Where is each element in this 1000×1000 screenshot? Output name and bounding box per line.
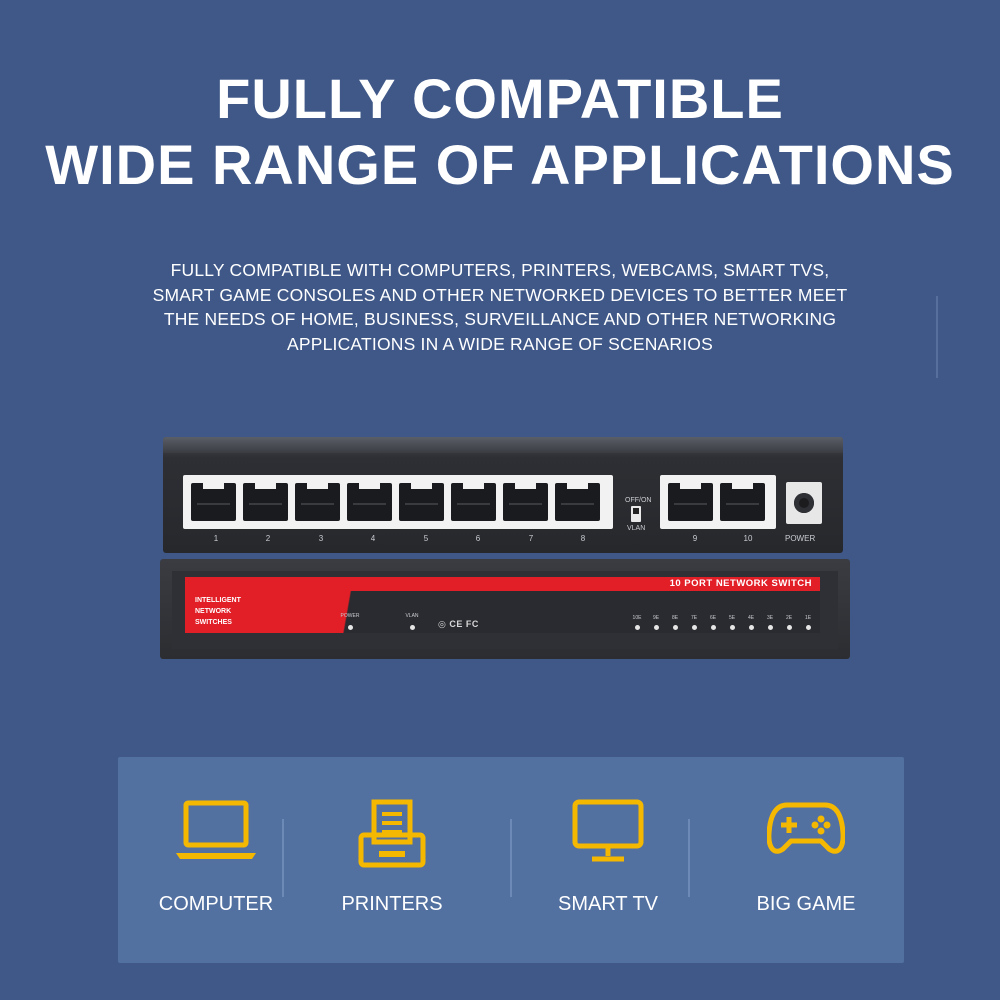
ethernet-port-icon (719, 483, 765, 521)
brand-line: INTELLIGENT (195, 597, 241, 604)
vlan-toggle-label-top: OFF/ON (625, 497, 652, 504)
port-led-icon (635, 625, 640, 630)
ethernet-port-icon (502, 483, 548, 521)
port-number: 5 (423, 534, 429, 543)
headline-line-1: FULLY COMPATIBLE (216, 67, 784, 130)
application-label: BIG GAME (756, 893, 856, 915)
port-number: 8 (580, 534, 586, 543)
description-line: FULLY COMPATIBLE WITH COMPUTERS, PRINTER… (170, 260, 830, 280)
vlan-led-icon (410, 625, 415, 630)
brand-line: SWITCHES (195, 619, 232, 626)
divider (282, 819, 284, 897)
port-number: 2 (265, 534, 271, 543)
vlan-led-label: VLAN (405, 613, 419, 619)
ports-9-10 (660, 475, 776, 529)
port-led-label: 7E (690, 615, 698, 621)
description-line: SMART GAME CONSOLES AND OTHER NETWORKED … (152, 284, 848, 305)
switch-front-panel: 10 PORT NETWORK SWITCH INTELLIGENT NETWO… (160, 559, 850, 659)
port-led-icon (654, 625, 659, 630)
vlan-toggle-label-bottom: VLAN (627, 525, 646, 532)
ethernet-port-icon (398, 483, 444, 521)
port-number: 4 (370, 534, 376, 543)
description: FULLY COMPATIBLE WITH COMPUTERS, PRINTER… (120, 258, 880, 356)
divider (688, 819, 690, 897)
port-number: 7 (528, 534, 534, 543)
port-number: 6 (475, 534, 481, 543)
decorative-rule (936, 296, 938, 378)
port-led-icon (749, 625, 754, 630)
port-led-label: 8E (671, 615, 679, 621)
application-computer: COMPUTER (118, 757, 314, 963)
power-led-icon (348, 625, 353, 630)
port-led-icon (692, 625, 697, 630)
application-label: COMPUTER (158, 893, 274, 915)
port-led-icon (787, 625, 792, 630)
brand-text: INTELLIGENT NETWORK SWITCHES (195, 595, 241, 628)
ethernet-port-icon (346, 483, 392, 521)
port-led-label: 1E (804, 615, 812, 621)
port-led-label: 3E (766, 615, 774, 621)
front-panel-title-strip: 10 PORT NETWORK SWITCH (350, 577, 820, 591)
brand-line: NETWORK (195, 608, 232, 615)
ethernet-port-icon (294, 483, 340, 521)
application-printers: PRINTERS (294, 757, 490, 963)
port-led-icon (768, 625, 773, 630)
description-line: THE NEEDS OF HOME, BUSINESS, SURVEILLANC… (163, 309, 837, 329)
port-led-label: 6E (709, 615, 717, 621)
ethernet-port-icon (242, 483, 288, 521)
port-led-label: 5E (728, 615, 736, 621)
port-led-icon (730, 625, 735, 630)
applications-panel: COMPUTER PRINTERS SMART TV (118, 757, 904, 963)
port-number: 10 (743, 534, 753, 543)
divider (510, 819, 512, 897)
application-big-game: BIG GAME (708, 757, 904, 963)
ethernet-port-icon (554, 483, 600, 521)
description-line: APPLICATIONS IN A WIDE RANGE OF SCENARIO… (286, 333, 713, 354)
ports-1-8 (183, 475, 613, 529)
port-led-icon (711, 625, 716, 630)
port-led-label: 9E (652, 615, 660, 621)
ethernet-port-icon (667, 483, 713, 521)
certification-marks: ◎ CE FC (438, 619, 479, 629)
port-number: 1 (213, 534, 219, 543)
switch-rear-panel: 1 2 3 4 5 6 7 8 9 10 OFF/ON VLAN POWER (163, 437, 843, 553)
headline: FULLY COMPATIBLE WIDE RANGE OF APPLICATI… (0, 66, 1000, 198)
application-label: SMART TV (557, 893, 659, 915)
port-number: 9 (692, 534, 698, 543)
power-jack-label: POWER (785, 534, 816, 543)
port-led-icon (806, 625, 811, 630)
port-led-label: 2E (785, 615, 793, 621)
port-led-label: 10E (632, 615, 642, 621)
power-jack-icon (786, 482, 822, 524)
printer-icon (358, 799, 426, 868)
port-led-label: 4E (747, 615, 755, 621)
network-switch-image: 1 2 3 4 5 6 7 8 9 10 OFF/ON VLAN POWER 1… (160, 437, 850, 662)
port-number: 3 (318, 534, 324, 543)
ethernet-port-icon (450, 483, 496, 521)
port-led-icon (673, 625, 678, 630)
vlan-dip-switch-icon (631, 506, 641, 522)
ethernet-port-icon (190, 483, 236, 521)
headline-line-2: WIDE RANGE OF APPLICATIONS (45, 133, 955, 196)
front-panel-title: 10 PORT NETWORK SWITCH (669, 578, 812, 589)
laptop-icon (176, 800, 256, 859)
monitor-icon (572, 799, 644, 862)
switch-chassis-lip (163, 437, 843, 453)
gamepad-icon (767, 802, 845, 854)
application-smart-tv: SMART TV (510, 757, 706, 963)
power-led-label: POWER (340, 613, 360, 619)
application-label: PRINTERS (341, 893, 443, 915)
